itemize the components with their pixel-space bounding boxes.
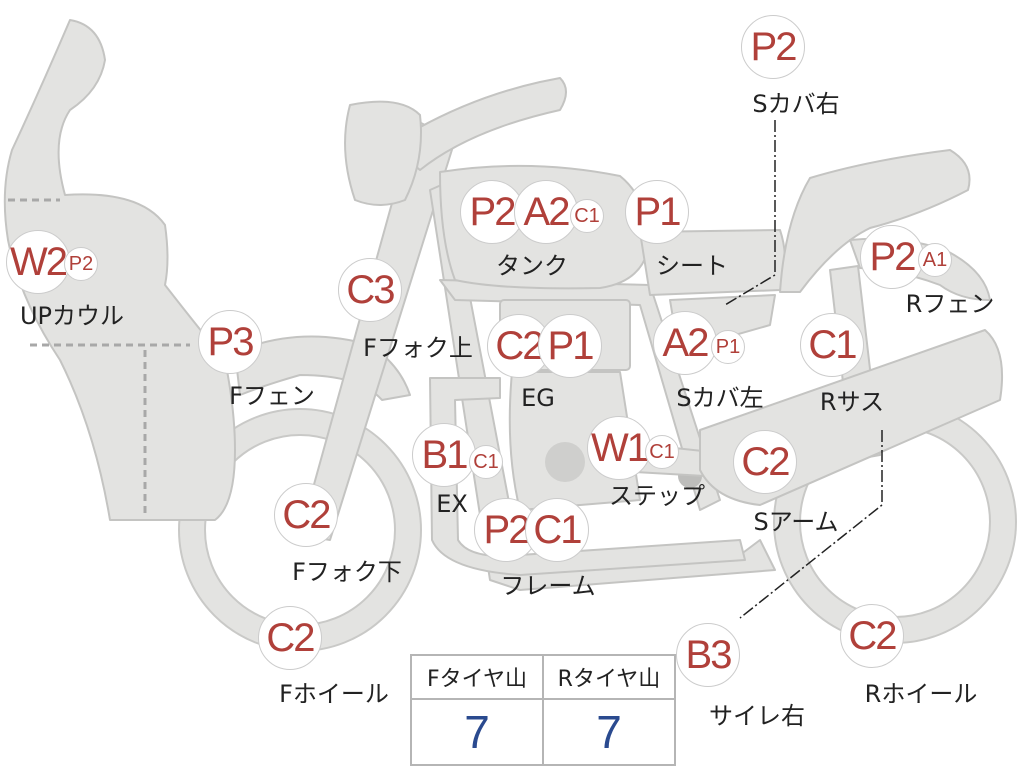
upcowl-label: UPカウル (19, 302, 125, 330)
tank-grade-tertiary: C1 (570, 199, 604, 233)
rfender-label: Rフェン (905, 290, 995, 318)
rsus-grade-primary: C1 (800, 313, 864, 377)
sarm-grade-primary: C2 (733, 430, 797, 494)
scover-right-grade-primary: P2 (741, 15, 805, 79)
ex-grade-secondary: C1 (469, 445, 503, 479)
rwheel-grade-primary: C2 (840, 604, 904, 668)
seat-label: シート (656, 252, 728, 280)
frame-shape (429, 181, 776, 591)
fwheel-label: Fホイール (279, 680, 389, 708)
tire-tread-table: Fタイヤ山 Rタイヤ山 7 7 (410, 654, 676, 766)
frame-label: フレーム (500, 572, 596, 600)
ex-label: EX (436, 490, 468, 518)
rsus-label: Rサス (819, 388, 885, 416)
rear-tire-tread-header: Rタイヤ山 (542, 654, 676, 700)
silencer-right-label: サイレ右 (709, 702, 805, 730)
ffork-lower-grade-primary: C2 (274, 483, 338, 547)
rwheel-label: Rホイール (864, 680, 978, 708)
frame-grade-primary: P2 (474, 498, 538, 562)
scover-left-label: Sカバ左 (676, 384, 764, 412)
step-label: ステップ (609, 482, 705, 510)
seat-grade-primary: P1 (625, 180, 689, 244)
frame-grade-secondary: C1 (525, 498, 589, 562)
eg-grade-secondary: P1 (538, 314, 602, 378)
front-tire-tread-value: 7 (410, 698, 544, 766)
rear-tire-tread-value: 7 (542, 698, 676, 766)
eg-label: EG (521, 384, 555, 412)
upper-cowl-shape (3, 19, 236, 521)
scover-left-grade-primary: A2 (653, 311, 717, 375)
step-grade-primary: W1 (587, 416, 651, 480)
front-tire-tread-header: Fタイヤ山 (410, 654, 544, 700)
ffork-lower-label: Fフォク下 (292, 558, 402, 586)
ffender-label: Fフェン (229, 382, 315, 410)
headlight-shape (344, 100, 422, 206)
ex-grade-primary: B1 (412, 423, 476, 487)
tank-grade-primary: P2 (460, 180, 524, 244)
upcowl-grade-secondary: P2 (64, 247, 98, 281)
scover-right-label: Sカバ右 (752, 90, 840, 118)
scover-left-grade-secondary: P1 (711, 330, 745, 364)
fwheel-grade-primary: C2 (258, 606, 322, 670)
handlebar-shape (389, 77, 567, 171)
exhaust-shape (429, 377, 746, 576)
silencer-right-grade-primary: B3 (676, 623, 740, 687)
rfender-grade-secondary: A1 (918, 243, 952, 277)
ffender-grade-primary: P3 (198, 310, 262, 374)
tank-label: タンク (496, 252, 568, 280)
rfender-grade-primary: P2 (860, 225, 924, 289)
ffork-upper-grade-primary: C3 (338, 258, 402, 322)
sarm-label: Sアーム (753, 508, 839, 536)
tail-cowl-shape (779, 149, 971, 293)
upcowl-grade-primary: W2 (6, 230, 70, 294)
ffork-upper-label: Fフォク上 (363, 334, 473, 362)
tank-grade-secondary: A2 (514, 180, 578, 244)
step-grade-secondary: C1 (645, 435, 679, 469)
